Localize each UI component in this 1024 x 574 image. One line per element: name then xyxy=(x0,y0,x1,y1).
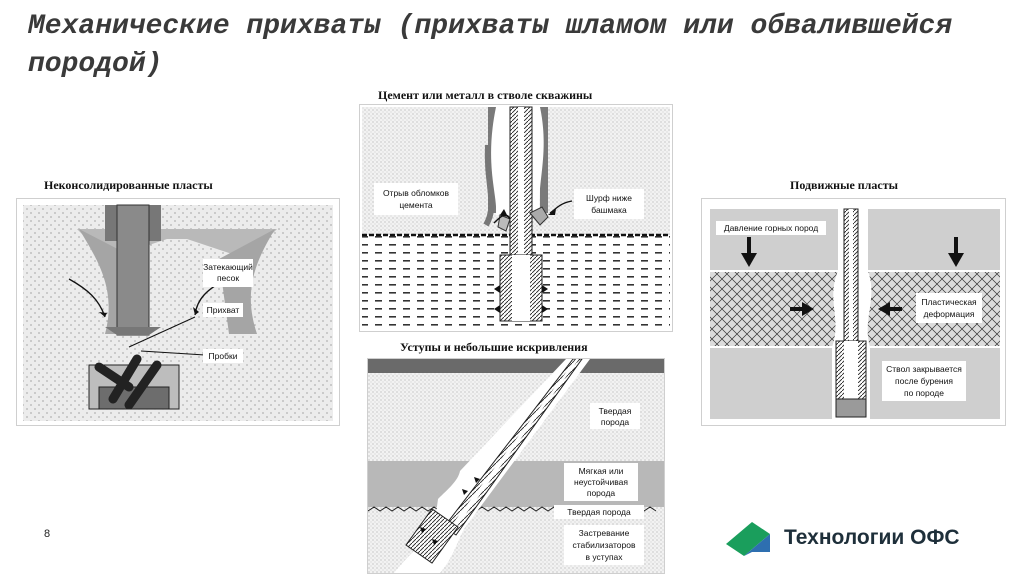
label-stabilizer-3: в уступах xyxy=(585,552,623,562)
label-hard-rock-2: порода xyxy=(601,417,630,427)
label-rock-pressure: Давление горных пород xyxy=(724,223,818,233)
caption-mobile: Подвижные пласты xyxy=(790,178,898,192)
panel-cement: Отрыв обломков цемента Шурф ниже башмака xyxy=(359,104,673,332)
label-soft-rock-1: Мягкая или xyxy=(579,466,624,476)
diagram-ledges: Твердая порода Мягкая или неустойчивая п… xyxy=(368,359,664,573)
page-number: 8 xyxy=(44,528,51,540)
label-plastic-1: Пластическая xyxy=(921,297,977,307)
label-rathole-1: Шурф ниже xyxy=(586,193,632,203)
label-hard-rock-1: Твердая xyxy=(599,406,632,416)
diagram-cement: Отрыв обломков цемента Шурф ниже башмака xyxy=(362,106,670,329)
panel-mobile: Давление горных пород Пластическая дефор… xyxy=(701,198,1006,426)
caption-ledges: Уступы и небольшие искривления xyxy=(400,340,588,354)
logo-icon xyxy=(726,522,770,556)
label-flowing-sand-1: Затекающий xyxy=(203,262,253,272)
caption-cement: Цемент или металл в стволе скважины xyxy=(378,88,593,102)
company-logo: Технологии ОФС xyxy=(722,516,1002,556)
label-stabilizer-2: стабилизаторов xyxy=(572,540,636,550)
label-closing-3: по породе xyxy=(904,388,944,398)
label-soft-rock-3: порода xyxy=(587,488,616,498)
label-closing-2: после бурения xyxy=(895,376,953,386)
logo-text: Технологии ОФС xyxy=(784,526,960,549)
label-cement-chunks-1: Отрыв обломков xyxy=(383,188,450,198)
label-rathole-2: башмака xyxy=(591,205,627,215)
diagram-mobile: Давление горных пород Пластическая дефор… xyxy=(710,208,1000,419)
panel-unconsolidated: Затекающий песок Прихват Пробки xyxy=(16,198,340,426)
label-flowing-sand-2: песок xyxy=(217,273,239,283)
label-stabilizer-1: Застревание xyxy=(579,528,630,538)
label-plastic-2: деформация xyxy=(924,309,975,319)
label-soft-rock-2: неустойчивая xyxy=(574,477,628,487)
label-closing-1: Ствол закрывается xyxy=(886,364,962,374)
label-plugs: Пробки xyxy=(209,351,238,361)
panel-ledges: Твердая порода Мягкая или неустойчивая п… xyxy=(367,358,665,574)
label-hard-rock-lower: Твердая порода xyxy=(567,507,631,517)
caption-unconsolidated: Неконсолидированные пласты xyxy=(44,178,213,192)
page-title: Механические прихваты (прихваты шламом и… xyxy=(28,11,953,80)
diagram-unconsolidated: Затекающий песок Прихват Пробки xyxy=(23,204,333,421)
label-cement-chunks-2: цемента xyxy=(399,200,433,210)
label-stuck: Прихват xyxy=(207,305,240,315)
